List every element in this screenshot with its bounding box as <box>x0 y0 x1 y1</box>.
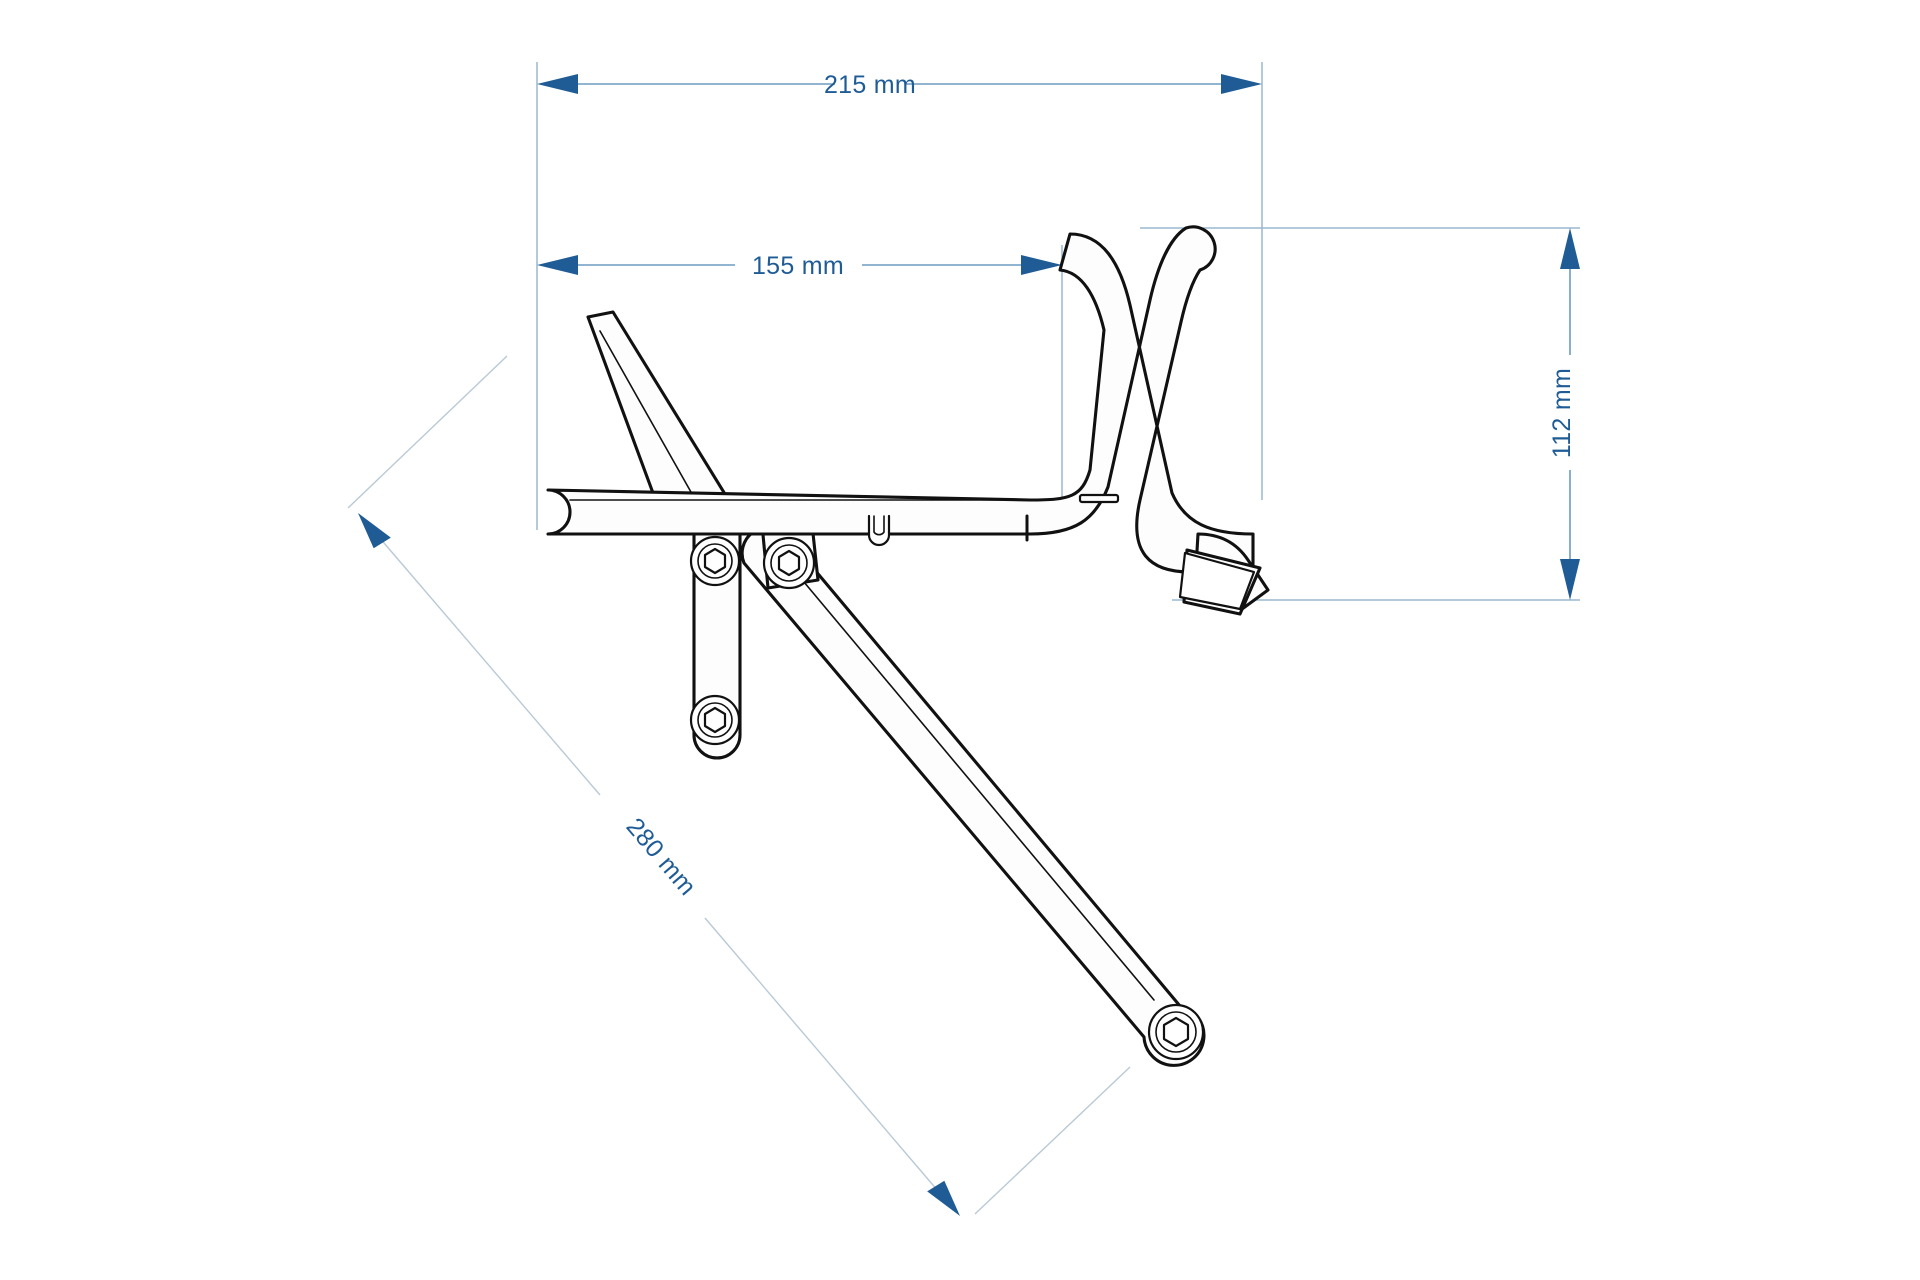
diagonal-lever-highlight <box>777 550 1155 1001</box>
pivot-boss-lower-hex <box>703 706 727 734</box>
cable-guide-inner <box>873 515 885 536</box>
dim-line-280-lower <box>704 917 951 1206</box>
arrowhead-155-right <box>1021 255 1062 275</box>
lever-eye-inner <box>1155 1011 1197 1053</box>
lever-eye-hex-socket <box>1162 1016 1190 1048</box>
horizontal-tube <box>546 225 1255 574</box>
arrowhead-112-bottom <box>1560 559 1580 600</box>
end-cap-face <box>1178 551 1256 611</box>
pivot-boss-clamp-hex <box>777 549 801 577</box>
dimension-label-215: 215 mm <box>824 71 916 99</box>
pivot-boss-upper-inner <box>697 543 733 579</box>
arrowhead-155-left <box>537 255 578 275</box>
dimension-inner-width: 155 mm <box>537 252 1062 280</box>
arrowhead-280-lower <box>927 1180 960 1216</box>
arrowhead-280-upper <box>358 513 391 549</box>
diagonal-lever <box>740 525 1206 1067</box>
dimension-label-155: 155 mm <box>752 252 844 280</box>
arrowhead-112-top <box>1560 228 1580 269</box>
pivot-boss-upper-hex <box>703 547 727 575</box>
proj-line-280-upper <box>347 355 508 509</box>
dimension-lever-length: 280 mm <box>347 355 1131 1216</box>
cable-guide <box>867 514 891 547</box>
angled-arm <box>586 310 738 514</box>
arrowhead-215-left <box>537 74 578 94</box>
proj-line-280-lower <box>974 1066 1131 1215</box>
dimension-overall-height: 112 mm <box>1548 228 1580 600</box>
part-geometry <box>546 225 1270 1067</box>
pivot-boss-clamp-inner <box>770 544 808 582</box>
dimension-label-280: 280 mm <box>621 813 702 901</box>
dimension-overall-width: 215 mm <box>537 71 1262 99</box>
arrowhead-215-right <box>1221 74 1262 94</box>
angled-arm-highlight <box>599 330 701 509</box>
dim-line-280-upper <box>365 521 601 796</box>
dimension-label-112: 112 mm <box>1548 368 1576 458</box>
slot-detail <box>1078 493 1120 504</box>
pivot-boss-lower-inner <box>697 702 733 738</box>
